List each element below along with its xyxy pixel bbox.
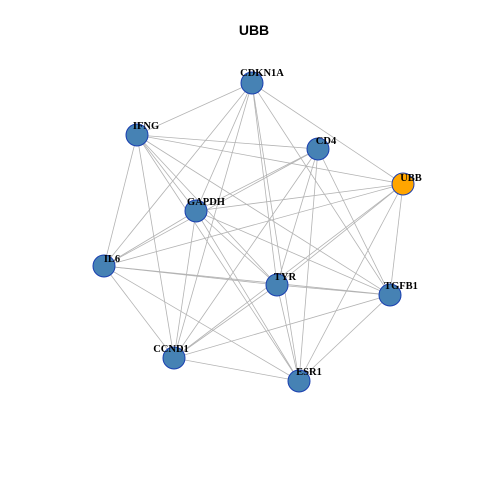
edge-il6-esr1 [103,265,300,382]
edge-ubb-il6 [103,183,404,267]
edge-cd4-tyr [276,148,319,286]
node-cd4[interactable]: CD4 [306,136,337,161]
edge-ubb-esr1 [298,183,404,382]
node-label: ESR1 [296,367,322,378]
node-gapdh[interactable]: GAPDH [184,197,225,223]
edge-gapdh-tyr [195,210,278,286]
edge-ifng-tgfb1 [136,134,391,296]
node-ccnd1[interactable]: CCND1 [153,344,189,370]
edge-gapdh-il6 [103,210,197,267]
edge-cdkn1a-il6 [103,82,253,267]
node-circle[interactable] [378,283,402,307]
node-label: CDKN1A [240,68,284,79]
edge-cd4-gapdh [195,148,319,212]
edge-ifng-ubb [136,134,404,185]
edge-ifng-gapdh [136,134,197,212]
node-label: IL6 [104,254,120,265]
node-ifng[interactable]: IFNG [125,121,159,147]
edge-cdkn1a-ubb [251,82,404,185]
edge-cdkn1a-gapdh [195,82,253,212]
edge-cd4-il6 [103,148,319,267]
edge-gapdh-ccnd1 [173,210,197,359]
edge-tyr-esr1 [276,284,300,382]
node-esr1[interactable]: ESR1 [287,367,322,393]
edge-cd4-esr1 [298,148,319,382]
node-label: TGFB1 [384,281,418,292]
edge-cdkn1a-ifng [136,82,253,136]
edge-tyr-tgfb1 [276,284,391,296]
edge-tgfb1-esr1 [298,294,391,382]
node-cdkn1a[interactable]: CDKN1A [240,68,284,95]
node-tgfb1[interactable]: TGFB1 [378,281,418,307]
edge-ifng-ccnd1 [136,134,175,359]
node-label: CD4 [316,136,337,147]
node-circle[interactable] [92,254,116,278]
edge-ifng-il6 [103,134,138,267]
node-circle[interactable] [162,346,186,370]
node-circle[interactable] [125,123,149,147]
edge-cdkn1a-esr1 [251,82,300,382]
edge-gapdh-esr1 [195,210,300,382]
node-il6[interactable]: IL6 [92,254,120,278]
node-circle[interactable] [240,71,264,95]
node-circle[interactable] [306,137,330,161]
edge-tyr-ccnd1 [173,284,278,359]
node-label: GAPDH [187,197,225,208]
edge-gapdh-tgfb1 [195,210,391,296]
edge-cdkn1a-tgfb1 [251,82,391,296]
edge-ubb-gapdh [195,183,404,212]
edge-ccnd1-esr1 [173,357,300,382]
node-label: TYR [274,272,297,283]
node-tyr[interactable]: TYR [265,272,297,297]
edge-cdkn1a-ccnd1 [173,82,253,359]
node-ubb[interactable]: UBB [391,172,422,196]
edge-cd4-ccnd1 [173,148,319,359]
edge-ubb-ccnd1 [173,183,404,359]
edge-ifng-esr1 [136,134,300,382]
node-circle[interactable] [391,172,415,196]
edge-il6-tgfb1 [103,265,391,296]
edge-tgfb1-ccnd1 [173,294,391,359]
edge-cd4-tgfb1 [317,148,391,296]
edge-ubb-tgfb1 [389,183,404,296]
node-circle[interactable] [184,199,208,223]
node-label: UBB [400,173,422,184]
graph-title: UBB [239,22,269,38]
edge-ifng-cd4 [136,134,319,150]
node-label: CCND1 [153,344,189,355]
node-circle[interactable] [287,369,311,393]
edge-cdkn1a-tyr [251,82,278,286]
node-circle[interactable] [265,273,289,297]
node-label: IFNG [133,121,159,132]
edge-ubb-tyr [276,183,404,286]
edge-il6-ccnd1 [103,265,175,359]
